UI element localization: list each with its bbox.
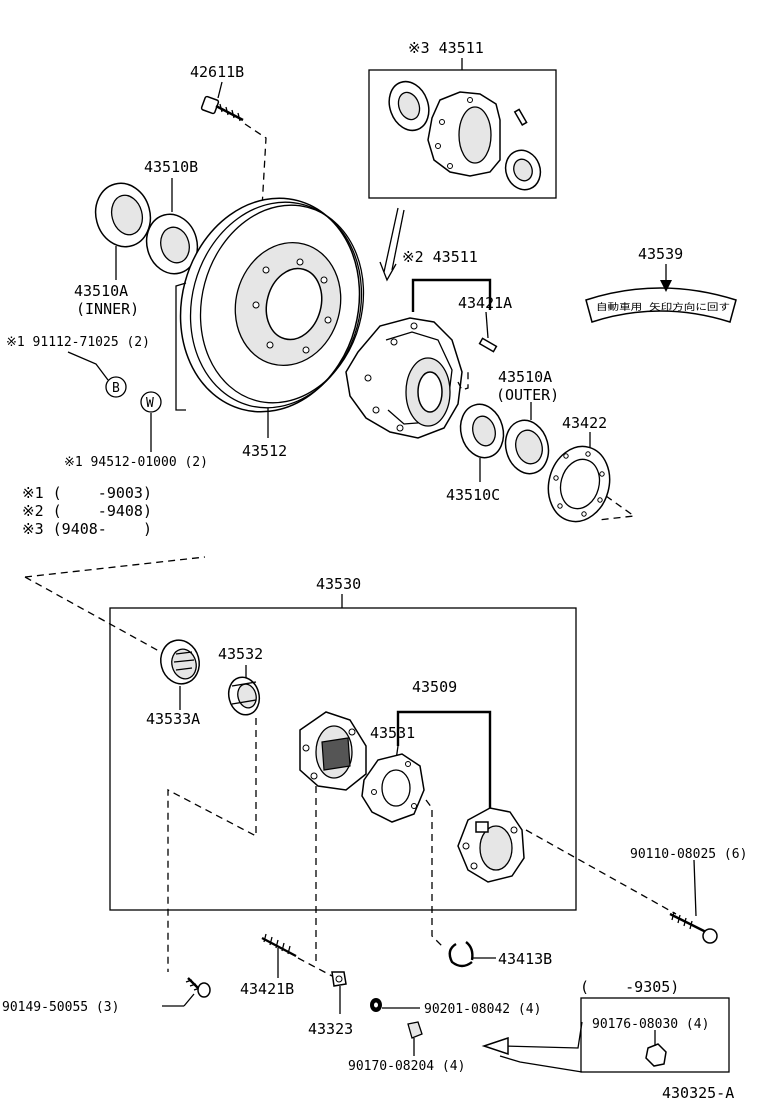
- washer-90201-08042: [370, 998, 382, 1012]
- label-43413B: 43413B: [498, 950, 552, 968]
- label-43509: 43509: [412, 678, 457, 696]
- pin-43421A: [478, 337, 498, 353]
- note-2: ※2 ( -9408): [22, 502, 152, 520]
- label-43510A-inner: 43510A: [74, 282, 128, 300]
- seal-43510A-outer: [504, 419, 550, 475]
- label-marker-B: B: [112, 381, 120, 396]
- nut-90170-08204: [407, 1021, 423, 1039]
- label-43421A: 43421A: [458, 294, 512, 312]
- label-43510A-outer: 43510A: [498, 368, 552, 386]
- note-3: ※3 (9408- ): [22, 520, 152, 538]
- kit-hub: [427, 91, 501, 177]
- label-42611B: 42611B: [190, 63, 244, 81]
- label-94512-01000: ※1 94512-01000 (2): [64, 455, 208, 470]
- label-43531: 43531: [370, 724, 415, 742]
- label-90176-08030: 90176-08030 (4): [592, 1017, 709, 1032]
- snap-ring-43413B: [448, 941, 474, 968]
- label-43511-kit: ※3 43511: [408, 39, 484, 57]
- clutch-plate-43531: [361, 753, 425, 823]
- label-43532: 43532: [218, 645, 263, 663]
- bearing-43510B: [145, 213, 199, 275]
- label-90110-08025: 90110-08025 (6): [630, 847, 747, 862]
- label-43530: 43530: [316, 575, 361, 593]
- label-43510B: 43510B: [144, 158, 198, 176]
- label-43421B: 43421B: [240, 980, 294, 998]
- stud-43421B: [261, 933, 297, 958]
- label-90170-08204: 90170-08204 (4): [348, 1059, 465, 1074]
- label-43422: 43422: [562, 414, 607, 432]
- cover-43509: [457, 807, 525, 883]
- axle-hub-43511: [345, 317, 463, 439]
- marker-B: [105, 376, 127, 398]
- sticker-text: 自動車用 矢印方向に回す: [596, 301, 730, 313]
- figure-id: 430325-A: [662, 1084, 734, 1102]
- label-43510C: 43510C: [446, 486, 500, 504]
- label-91112-71025: ※1 91112-71025 (2): [6, 335, 150, 350]
- kit-bearing: [504, 149, 542, 191]
- spacer-43532: [227, 676, 261, 716]
- gasket-43422: [547, 445, 611, 523]
- nut-43323: [331, 971, 347, 987]
- lock-nut-43533A: [160, 639, 200, 685]
- label-43512: 43512: [242, 442, 287, 460]
- bolt-90110-08025: [669, 911, 718, 944]
- box-43530-assembly: [109, 607, 577, 911]
- label-marker-W: W: [146, 396, 154, 411]
- label-90201-08042: 90201-08042 (4): [424, 1002, 541, 1017]
- label-inner-note: (INNER): [76, 300, 139, 318]
- label-43539: 43539: [638, 245, 683, 263]
- kit-seal: [388, 80, 430, 132]
- screw-90149-50055: [185, 977, 211, 998]
- kit-pin: [513, 108, 528, 126]
- label-43511-hub: ※2 43511: [402, 248, 478, 266]
- bearing-43510C: [459, 403, 505, 459]
- label-outer-note: (OUTER): [496, 386, 559, 404]
- box-9305-variant: [580, 997, 730, 1073]
- seal-43510A-inner: [94, 182, 152, 248]
- nut-90176-08030: [645, 1043, 667, 1067]
- disc-rotor-43512: [179, 197, 365, 413]
- body-assembly-43530-a: [299, 711, 367, 791]
- label-9305-variant: ( -9305): [580, 978, 679, 996]
- label-43323: 43323: [308, 1020, 353, 1038]
- caution-label-43539: 自動車用 矢印方向に回す: [585, 287, 737, 323]
- label-43533A: 43533A: [146, 710, 200, 728]
- label-90149-50055: 90149-50055 (3): [2, 1000, 119, 1015]
- stud-42611B: [200, 95, 244, 122]
- marker-W: [140, 391, 162, 413]
- note-1: ※1 ( -9003): [22, 484, 152, 502]
